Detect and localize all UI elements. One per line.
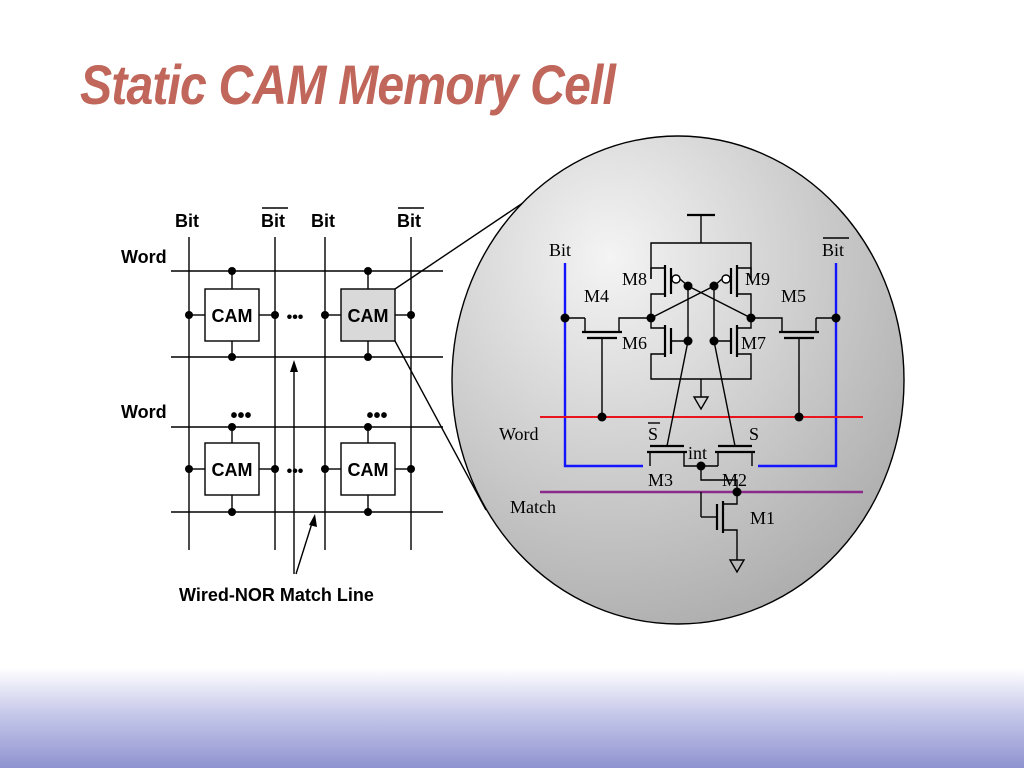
m3-label: M3 <box>648 470 673 490</box>
bit-line <box>563 263 643 468</box>
cam-cell <box>204 288 260 342</box>
match-line-arrow <box>295 519 314 575</box>
m6-label: M6 <box>622 333 647 353</box>
cell-bit-label: Bit <box>549 240 571 260</box>
array-bit-label: Bit <box>311 211 335 231</box>
m8-drain-source <box>650 267 665 279</box>
array-ellipsis: ••• <box>287 463 304 480</box>
vdd-rail <box>650 242 752 279</box>
bitbar-line <box>758 263 838 468</box>
m2-label: M2 <box>722 470 747 490</box>
cam-cell-label: CAM <box>348 460 389 480</box>
array-bitbar-label: Bit <box>261 211 285 231</box>
cam-cell <box>340 442 396 496</box>
match-line-arrowhead <box>309 514 317 527</box>
m8-gate-bubble <box>671 274 681 284</box>
cross-couple-wire <box>687 285 752 319</box>
magnified-cell-bubble <box>451 135 905 625</box>
m8-drain-source <box>650 293 665 318</box>
m9-drain-source <box>737 293 752 318</box>
array-bit-label: Bit <box>175 211 199 231</box>
array-ellipsis: ••• <box>366 405 387 427</box>
m5-label: M5 <box>781 286 806 306</box>
cell-bitbar-label: Bit <box>822 240 844 260</box>
array-word-label: Word <box>121 402 167 422</box>
cam-cell-highlighted <box>340 288 396 342</box>
cam-cell-schematic: Bit Bit Word Match <box>499 213 863 574</box>
array-bitbar-label: Bit <box>397 211 421 231</box>
int-label: int <box>688 443 707 463</box>
footer-gradient-band <box>0 668 1024 768</box>
cam-cell <box>204 442 260 496</box>
array-ellipsis: ••• <box>230 405 251 427</box>
ground-symbol <box>692 396 710 411</box>
cam-cell-label: CAM <box>348 306 389 326</box>
m1-drain-source <box>723 529 738 560</box>
m9-gate-bubble <box>721 274 731 284</box>
sbar-wire <box>666 340 689 447</box>
array-ellipsis: ••• <box>287 309 304 326</box>
ground-symbol <box>728 559 746 574</box>
s-wire <box>713 340 736 447</box>
m7-label: M7 <box>741 333 766 353</box>
m8-label: M8 <box>622 269 647 289</box>
m9-drain-source <box>737 267 752 279</box>
cam-array: Bit Bit Bit Bit Word Word <box>121 207 443 605</box>
schematic-junction-dots <box>560 281 841 497</box>
int-wire <box>700 466 738 492</box>
cell-match-label: Match <box>510 497 556 517</box>
m4-label: M4 <box>584 286 609 306</box>
array-word-label: Word <box>121 247 167 267</box>
cam-cell-label: CAM <box>212 460 253 480</box>
s-label: S <box>749 424 759 444</box>
m3-drain-source <box>683 452 718 467</box>
array-junction-dots <box>185 267 415 516</box>
m1-label: M1 <box>750 508 775 528</box>
zoom-connector <box>394 340 487 511</box>
cell-word-label: Word <box>499 424 539 444</box>
match-line-arrowhead <box>290 360 298 372</box>
cross-couple-wire <box>650 285 715 319</box>
m9-label: M9 <box>745 269 770 289</box>
page-title: Static CAM Memory Cell <box>80 53 616 116</box>
sbar-label: S <box>648 424 658 444</box>
cam-cell-label: CAM <box>212 306 253 326</box>
match-line-label: Wired-NOR Match Line <box>179 585 374 605</box>
